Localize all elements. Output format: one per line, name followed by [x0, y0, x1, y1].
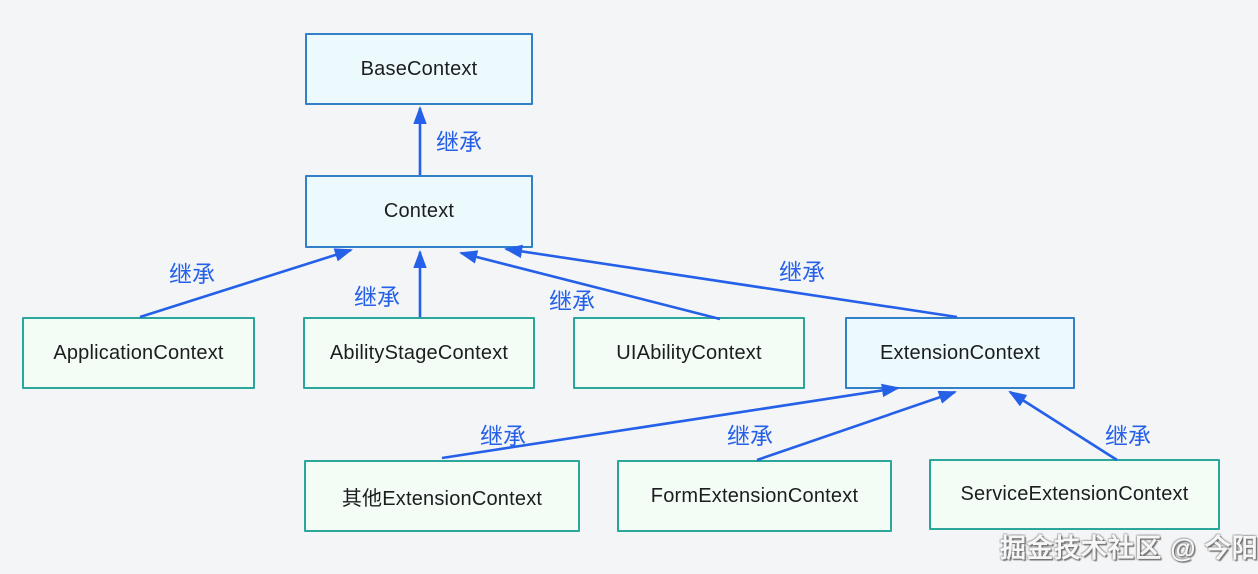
- node-ui-ability-context: UIAbilityContext: [573, 317, 805, 389]
- inherit-label-ui-ability-context: 继承: [549, 288, 595, 314]
- inherit-arrow-service-extension-context-to-extension-context: [1008, 390, 1118, 462]
- node-label-base-context: BaseContext: [360, 57, 478, 80]
- node-label-application-context: ApplicationContext: [53, 341, 224, 364]
- inherit-label-form-extension-context: 继承: [727, 423, 773, 449]
- node-label-ui-ability-context: UIAbilityContext: [616, 341, 762, 364]
- inherit-label-ability-stage-context: 继承: [354, 284, 400, 310]
- node-label-extension-context: ExtensionContext: [880, 341, 1040, 364]
- node-base-context: BaseContext: [305, 33, 533, 105]
- inherit-label-other-extension-context: 继承: [480, 423, 526, 449]
- node-other-extension-context: 其他ExtensionContext: [304, 460, 580, 532]
- inherit-label-application-context: 继承: [169, 261, 215, 287]
- watermark-text: 掘金技术社区 @ 今阳: [1000, 533, 1258, 563]
- node-label-other-extension-context: 其他ExtensionContext: [341, 487, 543, 510]
- node-service-extension-context: ServiceExtensionContext: [929, 459, 1220, 530]
- node-label-context: Context: [383, 200, 455, 222]
- inherit-label-extension-context: 继承: [779, 259, 825, 285]
- node-context: Context: [305, 175, 533, 248]
- node-form-extension-context: FormExtensionContext: [617, 460, 892, 532]
- node-extension-context: ExtensionContext: [845, 317, 1075, 389]
- node-label-form-extension-context: FormExtensionContext: [650, 484, 859, 507]
- node-ability-stage-context: AbilityStageContext: [303, 317, 535, 389]
- inherit-arrow-form-extension-context-to-extension-context: [756, 390, 957, 462]
- inherit-label-context: 继承: [436, 129, 482, 155]
- inherit-label-service-extension-context: 继承: [1105, 423, 1151, 449]
- node-label-ability-stage-context: AbilityStageContext: [329, 341, 509, 364]
- node-application-context: ApplicationContext: [22, 317, 255, 389]
- node-label-service-extension-context: ServiceExtensionContext: [960, 483, 1189, 505]
